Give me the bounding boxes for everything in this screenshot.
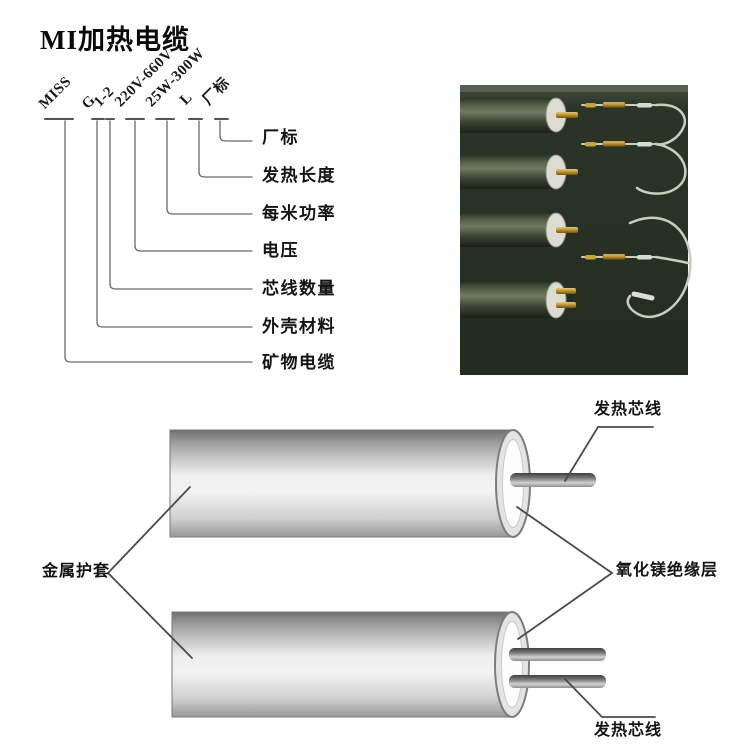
legend-lines	[44, 118, 253, 363]
page-title: MI加热电缆	[40, 25, 190, 55]
legend-label-cores: 芯线数量	[262, 279, 336, 298]
label-heating-core-top: 发热芯线	[594, 401, 663, 418]
connector	[585, 253, 652, 260]
photo-cable	[460, 154, 578, 190]
legend-label-shell: 外壳材料	[262, 317, 336, 336]
label-mgo-insulation: 氧化镁绝缘层	[616, 562, 719, 579]
photo-cable	[460, 212, 578, 248]
legend-label-length: 发热长度	[262, 166, 336, 185]
leader-heating-core-bottom	[564, 678, 656, 718]
product-photo	[460, 85, 692, 375]
heating-core-wire	[510, 473, 596, 487]
legend-leader-lines	[64, 120, 253, 363]
heating-core-wire	[509, 675, 606, 688]
photo-connectors	[585, 101, 652, 260]
label-metal-sheath: 金属护套	[42, 563, 111, 580]
legend-label-voltage: 电压	[262, 241, 299, 260]
leader-metal-sheath	[106, 486, 193, 659]
photo-cable	[460, 97, 578, 133]
metal-sheath-body	[171, 611, 514, 718]
metal-sheath-body	[169, 429, 515, 538]
cable-cylinder-top	[169, 429, 596, 538]
photo-top-strip	[460, 85, 688, 92]
section-leader-lines	[106, 426, 656, 718]
legend-label-mineral: 矿物电缆	[262, 353, 336, 372]
cable-section-diagram	[106, 426, 656, 718]
legend-label-brand: 厂标	[262, 128, 299, 147]
photo-cables	[460, 97, 578, 319]
leader-mgo-insulation	[516, 506, 614, 640]
mgo-insulation-face	[501, 621, 523, 708]
leader-heating-core-top	[564, 426, 654, 482]
label-heating-core-bottom: 发热芯线	[594, 722, 663, 739]
cable-cylinder-bottom	[171, 611, 606, 718]
connector	[585, 101, 652, 108]
heating-core-wire	[509, 648, 606, 661]
connector	[585, 140, 652, 147]
legend-label-power: 每米功率	[262, 204, 336, 223]
photo-cable	[460, 281, 576, 319]
